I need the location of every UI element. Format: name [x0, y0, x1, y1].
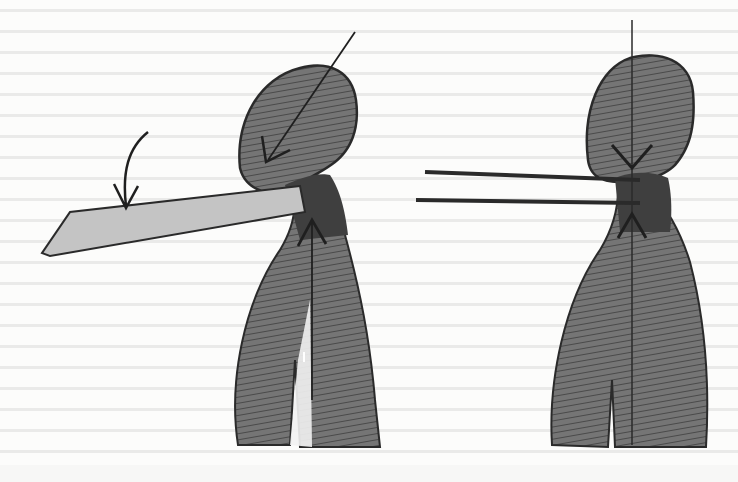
bottom-margin [0, 465, 738, 482]
